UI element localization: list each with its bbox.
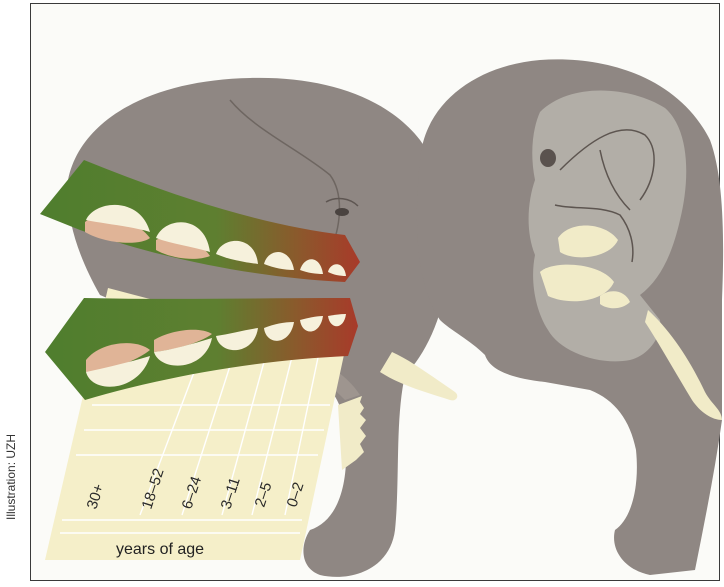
right-elephant-head [417,59,723,575]
right-elephant-eye-socket [540,149,556,167]
left-elephant-eye [335,208,349,216]
age-axis-caption: years of age [116,541,204,558]
